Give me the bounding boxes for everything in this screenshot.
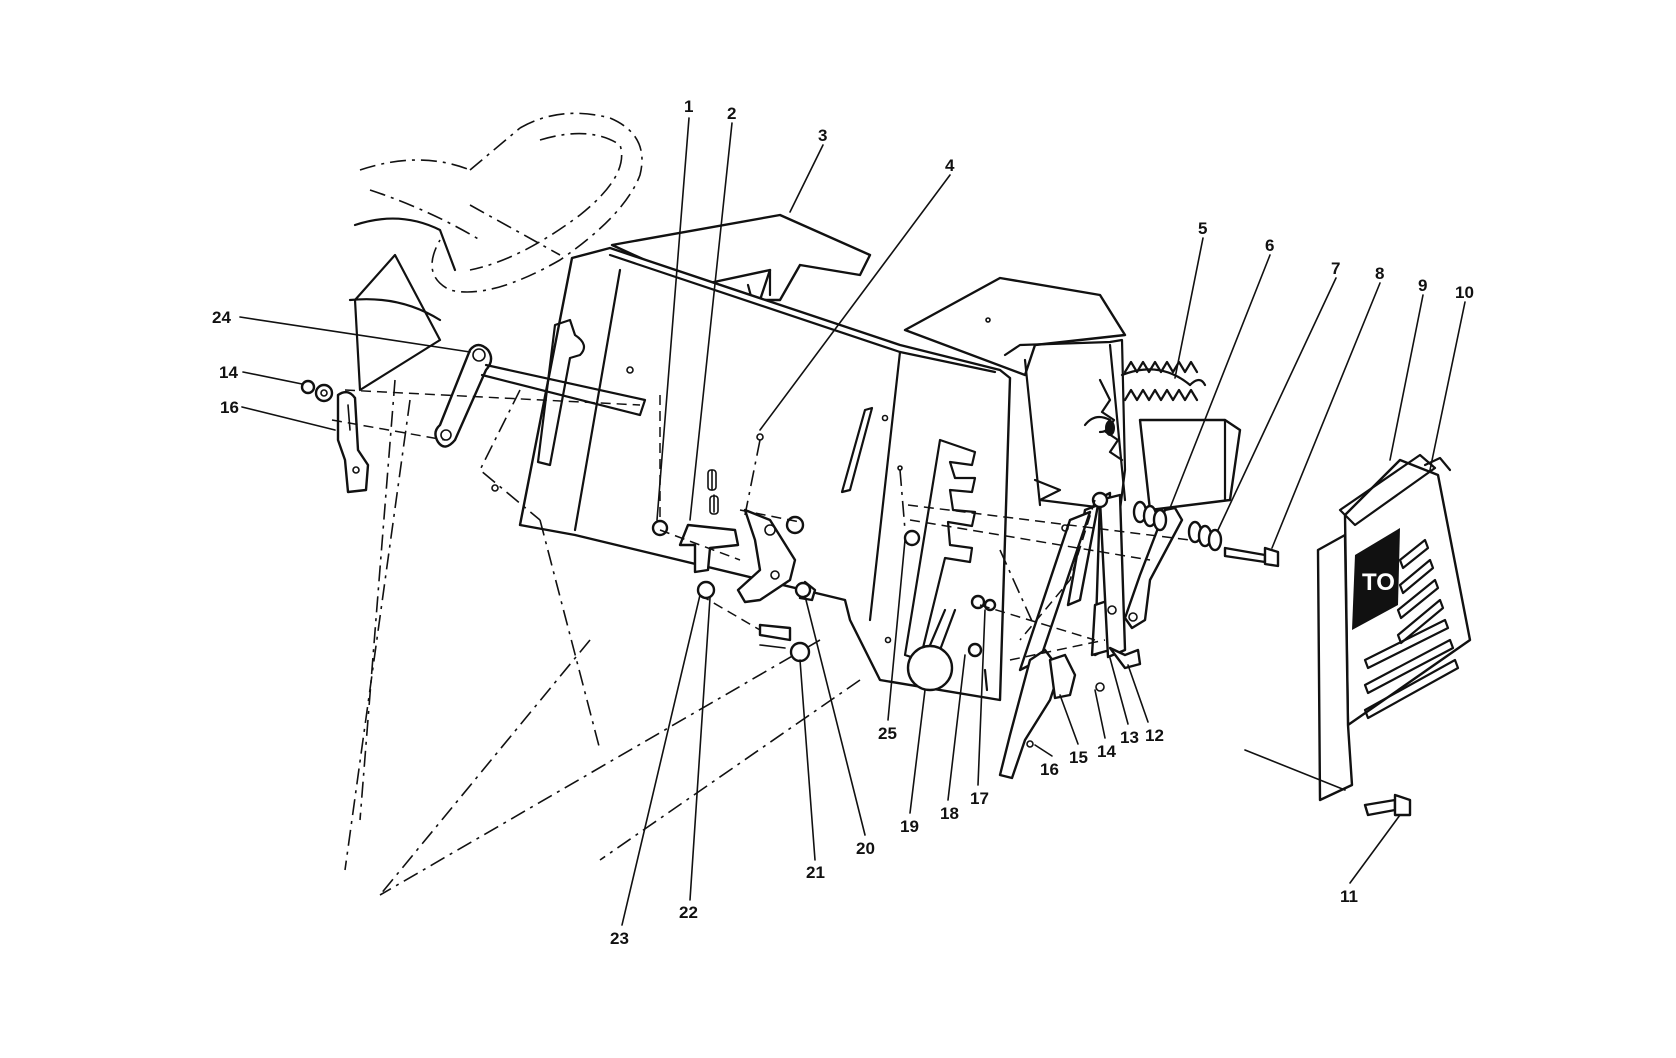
callout-1: 1 xyxy=(684,97,693,116)
grille-louvers xyxy=(1363,538,1460,720)
callout-20: 20 xyxy=(856,839,875,858)
callout-8: 8 xyxy=(1375,264,1384,283)
callout-14-right: 14 xyxy=(1097,742,1116,761)
center-linkage-assembly xyxy=(651,395,817,663)
callout-16-left: 16 xyxy=(220,398,239,417)
callout-leaders xyxy=(239,117,1466,926)
callout-2: 2 xyxy=(727,104,736,123)
callout-6: 6 xyxy=(1265,236,1274,255)
callout-16-right: 16 xyxy=(1040,760,1059,779)
callout-3: 3 xyxy=(818,126,827,145)
callout-labels: 1 2 3 4 5 6 7 8 9 10 11 12 13 14 14 15 1… xyxy=(212,97,1474,948)
callout-11: 11 xyxy=(1340,887,1358,906)
callout-7: 7 xyxy=(1331,259,1340,278)
callout-12: 12 xyxy=(1145,726,1164,745)
callout-24: 24 xyxy=(212,308,231,327)
callout-15: 15 xyxy=(1069,748,1088,767)
fender-console-panel xyxy=(379,213,1242,896)
callout-10: 10 xyxy=(1455,283,1474,302)
callout-5: 5 xyxy=(1198,219,1207,238)
grille-logo: TO xyxy=(1362,569,1395,596)
callout-9: 9 xyxy=(1418,276,1427,295)
callout-4: 4 xyxy=(945,156,955,175)
left-bracket-assembly xyxy=(300,343,647,494)
callout-21: 21 xyxy=(806,863,825,882)
callout-18: 18 xyxy=(940,804,959,823)
callout-19: 19 xyxy=(900,817,919,836)
rear-grille-panel: TO xyxy=(1244,453,1472,817)
callout-25: 25 xyxy=(878,724,897,743)
callout-13: 13 xyxy=(1120,728,1139,747)
callout-17: 17 xyxy=(970,789,989,808)
callout-14-left: 14 xyxy=(219,363,238,382)
steering-wheel-phantom xyxy=(344,112,643,871)
callout-22: 22 xyxy=(679,903,698,922)
callout-23: 23 xyxy=(610,929,629,948)
right-lever-assembly xyxy=(897,360,1280,780)
